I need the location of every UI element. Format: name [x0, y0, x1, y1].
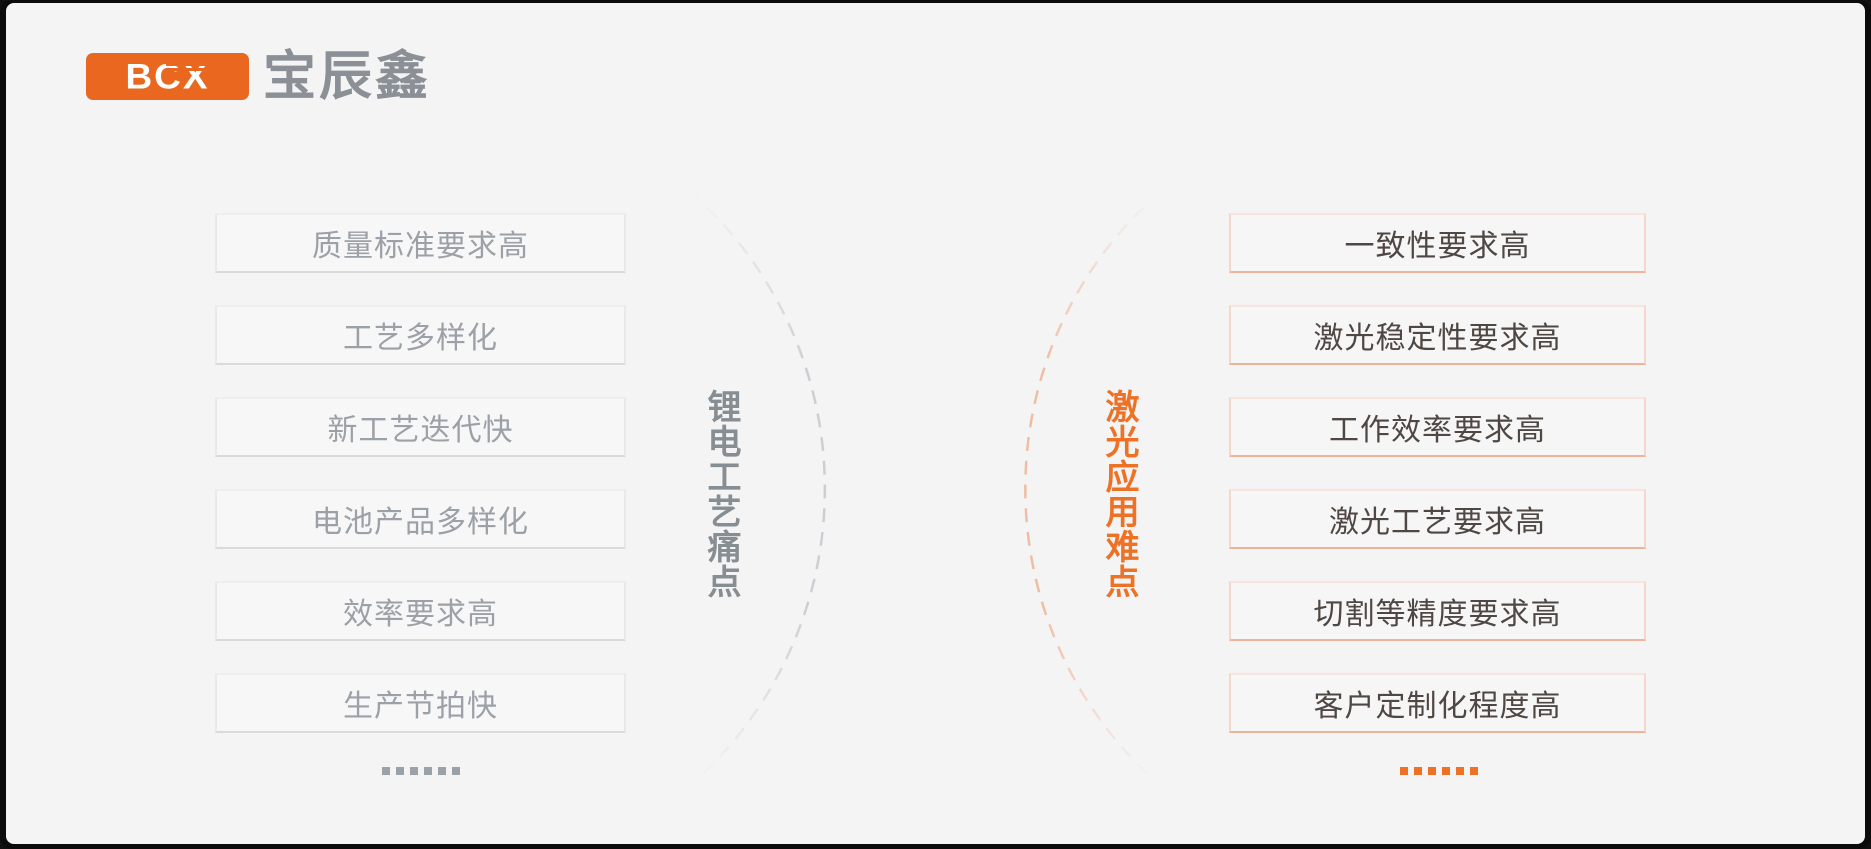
difficulty-item: 切割等精度要求高	[1229, 581, 1646, 641]
pain-point-item: 电池产品多样化	[215, 489, 626, 549]
logo: BCX 宝辰鑫	[86, 50, 431, 103]
difficulty-item: 激光稳定性要求高	[1229, 305, 1646, 365]
difficulty-item: 客户定制化程度高	[1229, 673, 1646, 733]
right-ellipsis	[1400, 767, 1478, 775]
pain-point-item: 质量标准要求高	[215, 213, 626, 273]
right-arc	[1024, 190, 1162, 785]
difficulty-item: 一致性要求高	[1229, 213, 1646, 273]
left-group-title: 锂电工艺痛点	[702, 389, 740, 599]
pain-point-item: 效率要求高	[215, 581, 626, 641]
difficulty-item: 工作效率要求高	[1229, 397, 1646, 457]
difficulty-item: 激光工艺要求高	[1229, 489, 1646, 549]
logo-accent-stripes	[166, 58, 212, 73]
left-ellipsis	[382, 767, 460, 775]
right-group-title: 激光应用难点	[1100, 389, 1138, 599]
pain-point-item: 工艺多样化	[215, 305, 626, 365]
pain-point-item: 新工艺迭代快	[215, 397, 626, 457]
pain-point-item: 生产节拍快	[215, 673, 626, 733]
logo-name: 宝辰鑫	[263, 47, 431, 106]
slide-canvas: BCX 宝辰鑫 质量标准要求高 工艺多样化 新工艺迭代快 电池产品多样化 效率要…	[6, 3, 1865, 844]
